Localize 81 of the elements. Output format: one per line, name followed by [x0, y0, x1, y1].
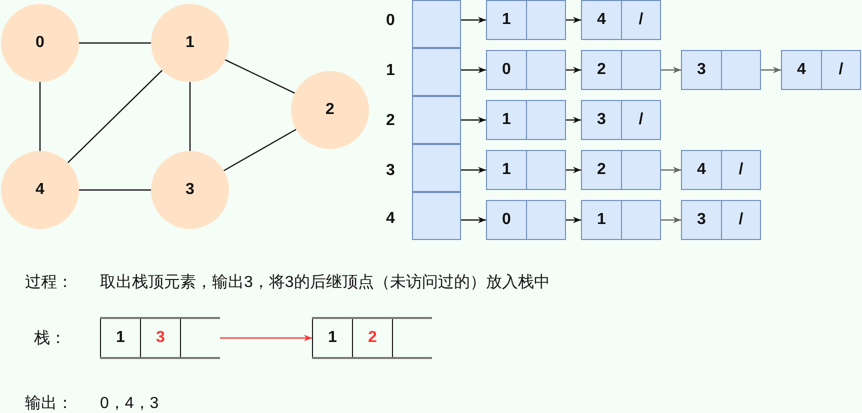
vertex-number: 2 — [597, 161, 606, 179]
list-node — [486, 200, 566, 240]
vertex-array-cell — [412, 48, 461, 96]
vertex-number: 3 — [697, 211, 706, 229]
vertex-number: 1 — [502, 111, 511, 129]
arrow — [220, 334, 312, 342]
vertex-array-cell — [412, 0, 461, 48]
graph-edge — [67, 70, 163, 164]
row-heading: 输出： — [25, 394, 73, 413]
arrow — [461, 216, 486, 224]
arrow — [461, 166, 486, 174]
list-node — [681, 150, 761, 190]
stack-box — [100, 317, 220, 359]
vertex-number: 1 — [502, 161, 511, 179]
graph-edge — [79, 42, 151, 44]
arrow — [461, 116, 486, 124]
arrow — [461, 16, 486, 24]
list-node — [581, 50, 661, 90]
vertex-number: 3 — [186, 181, 194, 199]
null-pointer: / — [738, 161, 744, 179]
graph-edge — [224, 128, 296, 172]
arrow — [661, 66, 681, 74]
list-node — [581, 150, 661, 190]
vertex-number: 4 — [36, 181, 44, 199]
list-node — [581, 100, 661, 140]
stack-item: 3 — [156, 329, 165, 347]
stack-item: 1 — [116, 329, 125, 347]
null-pointer: / — [738, 211, 744, 229]
vertex-number: 0 — [36, 34, 44, 52]
stack-label: 栈： — [34, 328, 66, 349]
vertex-array-cell — [412, 192, 461, 240]
row-index: 2 — [386, 112, 395, 130]
graph-edge — [189, 82, 191, 151]
vertex-number: 4 — [697, 161, 706, 179]
vertex-number: 4 — [797, 61, 806, 79]
null-pointer: / — [638, 111, 644, 129]
vertex-array-cell — [412, 96, 461, 144]
row-index: 0 — [386, 12, 395, 30]
vertex-number: 0 — [502, 211, 511, 229]
graph-edge — [224, 59, 296, 94]
vertex-number: 1 — [186, 34, 194, 52]
vertex-number: 1 — [597, 211, 606, 229]
vertex-number: 3 — [697, 61, 706, 79]
list-node — [486, 0, 566, 40]
arrow — [566, 166, 581, 174]
process-description: 取出栈顶元素，输出3，将3的后继顶点（未访问过的）放入栈中 — [100, 272, 550, 293]
list-node — [581, 200, 661, 240]
list-node — [681, 50, 761, 90]
list-node — [486, 50, 566, 90]
graph-edge — [79, 189, 151, 191]
stack-item: 2 — [368, 329, 377, 347]
arrow — [761, 66, 781, 74]
output-sequence: 0，4，3 — [100, 394, 159, 413]
vertex-array-cell — [412, 144, 461, 192]
null-pointer: / — [638, 11, 644, 29]
null-pointer: / — [838, 61, 844, 79]
row-index: 3 — [386, 162, 395, 180]
row-index: 4 — [386, 210, 395, 228]
vertex-number: 3 — [597, 111, 606, 129]
arrow — [661, 166, 681, 174]
stack-box — [312, 317, 432, 359]
list-node — [781, 50, 861, 90]
vertex-number: 1 — [502, 11, 511, 29]
list-node — [681, 200, 761, 240]
graph-edge — [39, 82, 41, 151]
list-node — [486, 100, 566, 140]
vertex-number: 2 — [597, 61, 606, 79]
arrow — [566, 216, 581, 224]
list-node — [486, 150, 566, 190]
vertex-number: 4 — [597, 11, 606, 29]
arrow — [566, 16, 581, 24]
arrow — [566, 116, 581, 124]
stack-item: 1 — [328, 329, 337, 347]
row-index: 1 — [386, 62, 395, 80]
vertex-number: 2 — [326, 101, 334, 119]
arrow — [661, 216, 681, 224]
list-node — [581, 0, 661, 40]
arrow — [461, 66, 486, 74]
row-heading: 过程： — [25, 272, 73, 293]
vertex-number: 0 — [502, 61, 511, 79]
arrow — [566, 66, 581, 74]
